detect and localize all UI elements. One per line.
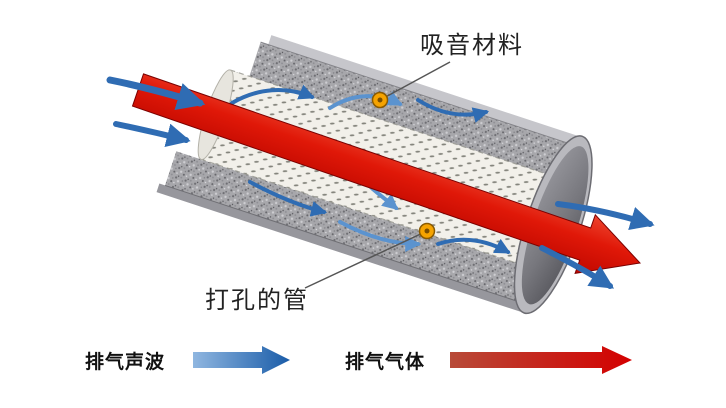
sound-wave-arrow [248, 180, 328, 217]
sound-wave-arrow [230, 84, 315, 105]
legend-sound-label: 排气声波 [85, 350, 165, 373]
sound-wave-arrow [416, 98, 490, 123]
callout-absorber: 吸音材料 [371, 32, 524, 109]
legend: 排气声波 排气气体 [85, 346, 632, 374]
sound-wave-exit-arrow [539, 245, 615, 289]
sound-waves-outside [106, 76, 655, 289]
pipe-label: 打孔的管 [205, 287, 309, 314]
callout-pipe: 打孔的管 [205, 222, 436, 314]
pipe-edge-dashed-bottom [200, 158, 536, 270]
sound-wave-exit-arrow [555, 201, 655, 230]
sound-wave-arrow [436, 237, 511, 254]
outer-shell-bottom [156, 183, 528, 314]
sound-wave-arrow [328, 91, 403, 110]
callout-dot-absorber-center [377, 97, 383, 103]
absorber-top-band [249, 42, 580, 182]
callout-line-pipe [304, 230, 428, 289]
callout-dot-pipe-center [424, 228, 430, 234]
legend-sound-arrow [193, 346, 290, 374]
shell-absorber-edge-bottom [164, 184, 529, 306]
outer-shell-top [268, 35, 583, 148]
callout-line-absorber [379, 61, 451, 101]
sound-wave-entry-arrow [113, 121, 191, 147]
legend-gas-label: 排气气体 [345, 350, 425, 373]
legend-gas-arrow [450, 346, 632, 374]
sound-wave-arrow [338, 220, 422, 252]
shell-absorber-edge-top [260, 41, 580, 148]
absorber-label: 吸音材料 [420, 32, 524, 59]
sound-wave-entry-arrow [106, 76, 206, 110]
